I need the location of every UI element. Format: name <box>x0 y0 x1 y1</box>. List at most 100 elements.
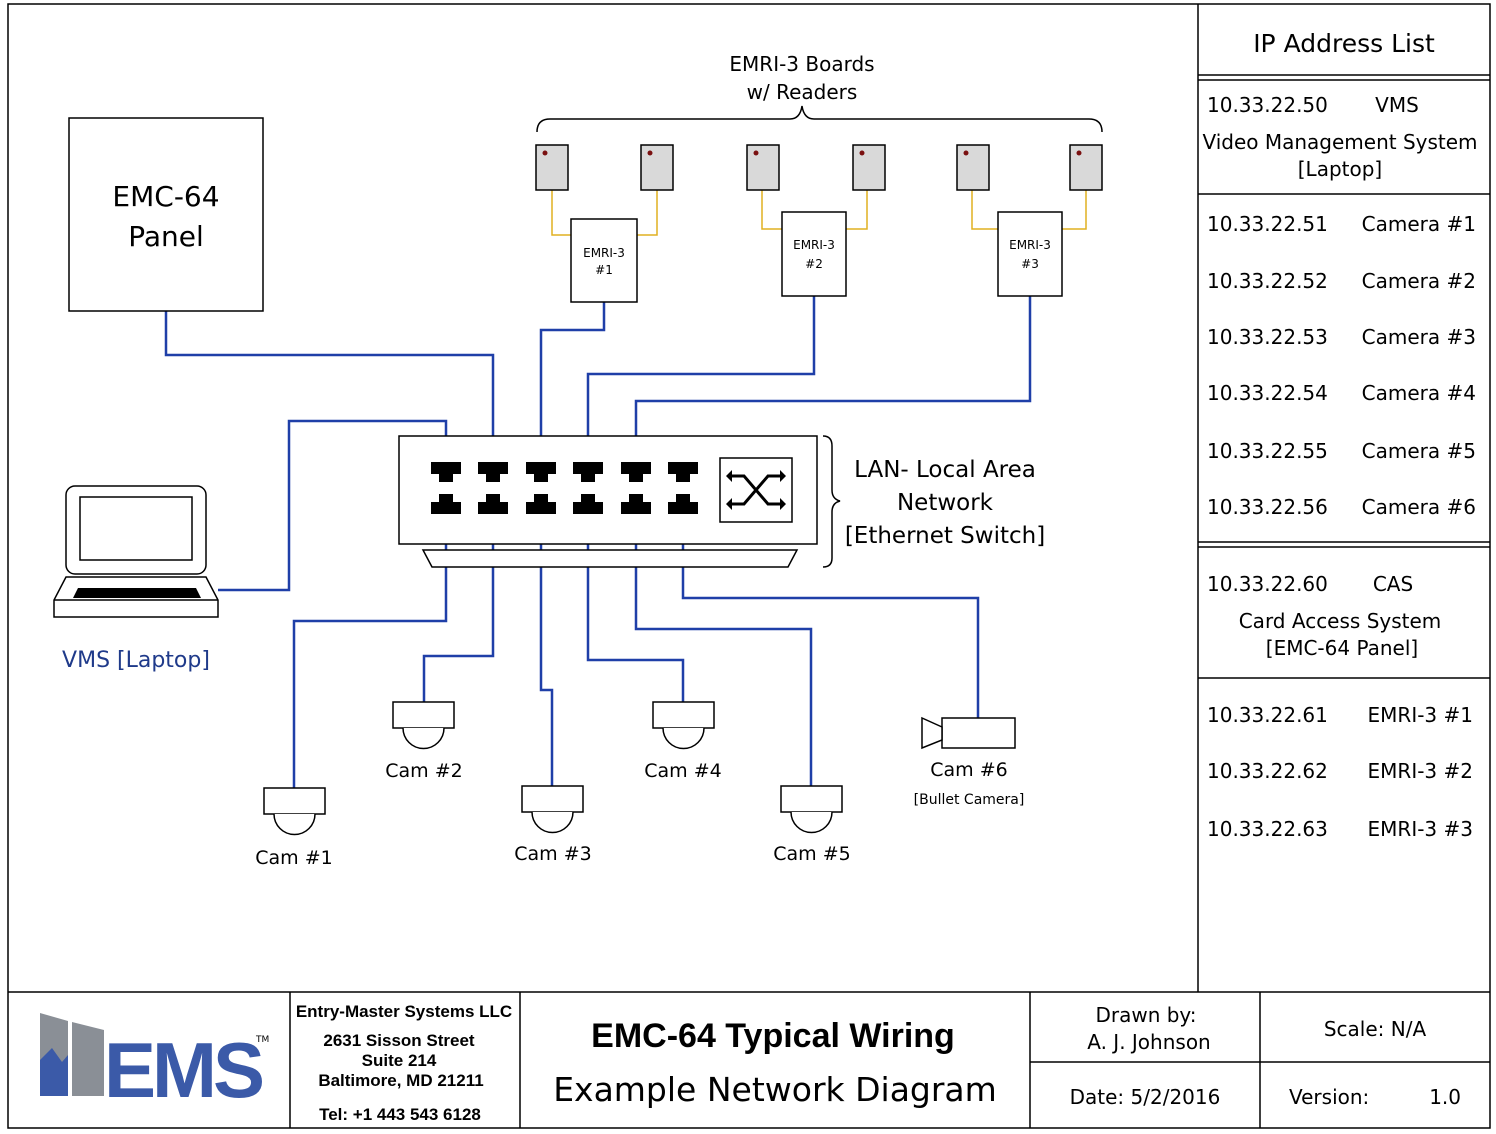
emri-3-line1: EMRI-3 <box>1009 238 1051 252</box>
card-reader <box>640 144 674 191</box>
camera-ip-name: Camera #6 <box>1362 495 1476 519</box>
emri-3-board-3: EMRI-3 #3 <box>997 211 1063 297</box>
card-reader <box>746 144 780 191</box>
camera-ip-name: Camera #3 <box>1362 325 1476 349</box>
ethernet-port <box>668 462 698 482</box>
drawing-frame <box>7 3 1491 1129</box>
boards-label-line1: EMRI-3 Boards <box>729 52 874 76</box>
reader-wire <box>846 190 868 230</box>
cam-3-label: Cam #3 <box>514 843 591 865</box>
ethernet-switch: LAN- Local Area Network [Ethernet Switch… <box>398 435 1045 568</box>
camera-ip-name: Camera #1 <box>1362 212 1476 236</box>
switch-icon <box>719 457 793 523</box>
reader-wire <box>761 190 782 230</box>
emri-ip-list: 10.33.22.61 EMRI-3 #1 10.33.22.62 EMRI-3… <box>1207 703 1473 841</box>
drawn-by-label: Drawn by: <box>1095 1003 1196 1027</box>
emri-ip-name: EMRI-3 #3 <box>1368 817 1473 841</box>
reader-wire <box>971 190 998 230</box>
emri-ip: 10.33.22.63 <box>1207 817 1328 841</box>
company-address-3: Baltimore, MD 21211 <box>318 1071 483 1090</box>
emri-2-line2: #2 <box>805 257 823 271</box>
camera-ip: 10.33.22.54 <box>1207 381 1328 405</box>
logo-tm: TM <box>255 1035 269 1045</box>
switch-base <box>421 549 799 568</box>
emri-ip-name: EMRI-3 #1 <box>1368 703 1473 727</box>
ethernet-port <box>526 494 556 514</box>
panel-label-line2: Panel <box>128 220 204 253</box>
cable-cam-2 <box>422 510 495 702</box>
camera-ip-name: Camera #2 <box>1362 269 1476 293</box>
camera-1: Cam #1 <box>255 787 333 869</box>
drawing-subtitle: Example Network Diagram <box>553 1070 997 1109</box>
ip-cas-name: CAS <box>1373 572 1413 596</box>
cam-2-label: Cam #2 <box>385 760 462 782</box>
cable-cam-3 <box>539 510 554 786</box>
camera-ip-list: 10.33.22.51 Camera #1 10.33.22.52 Camera… <box>1207 212 1476 519</box>
company-address-1: 2631 Sisson Street <box>323 1031 475 1050</box>
lan-label-line3: [Ethernet Switch] <box>845 523 1045 549</box>
card-reader <box>535 144 569 191</box>
camera-ip: 10.33.22.56 <box>1207 495 1328 519</box>
ip-vms: 10.33.22.50 <box>1207 93 1328 117</box>
emri-3-board-2: EMRI-3 #2 <box>781 211 847 297</box>
ethernet-port <box>573 462 603 482</box>
drawing-title: EMC-64 Typical Wiring <box>591 1017 955 1055</box>
emri-ip: 10.33.22.61 <box>1207 703 1328 727</box>
camera-5: Cam #5 <box>773 785 851 865</box>
version-label: Version: <box>1289 1085 1369 1109</box>
cam-1-label: Cam #1 <box>255 847 332 869</box>
company-phone: Tel: +1 443 543 6128 <box>319 1105 481 1124</box>
emri-3-board-1: EMRI-3 #1 <box>570 218 638 303</box>
reader-wire <box>551 190 572 236</box>
camera-3: Cam #3 <box>514 785 592 865</box>
camera-ip-name: Camera #4 <box>1362 381 1476 405</box>
vms-laptop-label: VMS [Laptop] <box>62 648 210 673</box>
cam-6-sublabel: [Bullet Camera] <box>914 792 1025 808</box>
logo-text: EMS <box>104 1026 262 1114</box>
camera-ip: 10.33.22.51 <box>1207 212 1328 236</box>
camera-4: Cam #4 <box>644 701 722 782</box>
emri-1-line2: #1 <box>595 263 613 277</box>
reader-wires <box>551 190 1087 236</box>
emri-2-line1: EMRI-3 <box>793 238 835 252</box>
card-reader <box>852 144 886 191</box>
card-readers <box>535 144 1103 191</box>
emri-ip: 10.33.22.62 <box>1207 759 1328 783</box>
title-block: EMS TM Entry-Master Systems LLC 2631 Sis… <box>40 992 1490 1128</box>
drawing-date: Date: 5/2/2016 <box>1070 1085 1221 1109</box>
cable-cam-4 <box>586 510 685 702</box>
boards-brace <box>536 105 1103 133</box>
lan-label-line1: LAN- Local Area <box>854 457 1036 483</box>
cam-5-label: Cam #5 <box>773 843 850 865</box>
ethernet-port <box>573 494 603 514</box>
lan-brace <box>822 435 841 568</box>
ip-vms-desc1: Video Management System <box>1202 130 1477 154</box>
emri-3-line2: #3 <box>1021 257 1039 271</box>
ip-vms-name: VMS <box>1375 93 1419 117</box>
cable-panel <box>164 311 495 466</box>
card-reader <box>956 144 990 191</box>
emri-1-line1: EMRI-3 <box>583 246 625 260</box>
ethernet-port <box>431 494 461 514</box>
drawing-scale: Scale: N/A <box>1324 1017 1427 1041</box>
camera-6-bullet: Cam #6 [Bullet Camera] <box>914 716 1025 808</box>
ethernet-port <box>526 462 556 482</box>
camera-2: Cam #2 <box>385 701 463 782</box>
reader-wire <box>1062 190 1087 230</box>
ethernet-port <box>668 494 698 514</box>
ethernet-port <box>431 462 461 482</box>
ip-list-dividers <box>1198 74 1490 679</box>
camera-ip: 10.33.22.53 <box>1207 325 1328 349</box>
ethernet-port <box>621 494 651 514</box>
ip-vms-desc2: [Laptop] <box>1298 157 1382 181</box>
version-number: 1.0 <box>1429 1085 1461 1109</box>
emri-ip-name: EMRI-3 #2 <box>1368 759 1473 783</box>
switch-ports <box>431 462 698 514</box>
ip-cas: 10.33.22.60 <box>1207 572 1328 596</box>
cable-emri-2 <box>586 296 816 466</box>
ip-cas-desc2: [EMC-64 Panel] <box>1266 636 1418 660</box>
cable-emri-3 <box>634 296 1032 466</box>
cam-4-label: Cam #4 <box>644 760 721 782</box>
